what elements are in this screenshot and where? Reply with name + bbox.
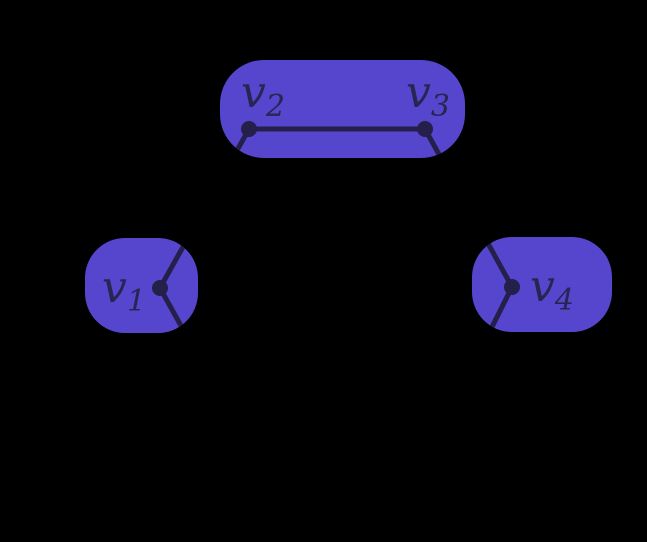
- vertex-dot-v3: [417, 121, 433, 137]
- vertex-dot-v4: [504, 279, 520, 295]
- blob-v2-v3: [220, 60, 465, 158]
- vertex-dot-v1: [152, 280, 168, 296]
- blob-v4: [472, 237, 612, 332]
- dot-group: [152, 121, 520, 296]
- vertex-dot-v2: [241, 121, 257, 137]
